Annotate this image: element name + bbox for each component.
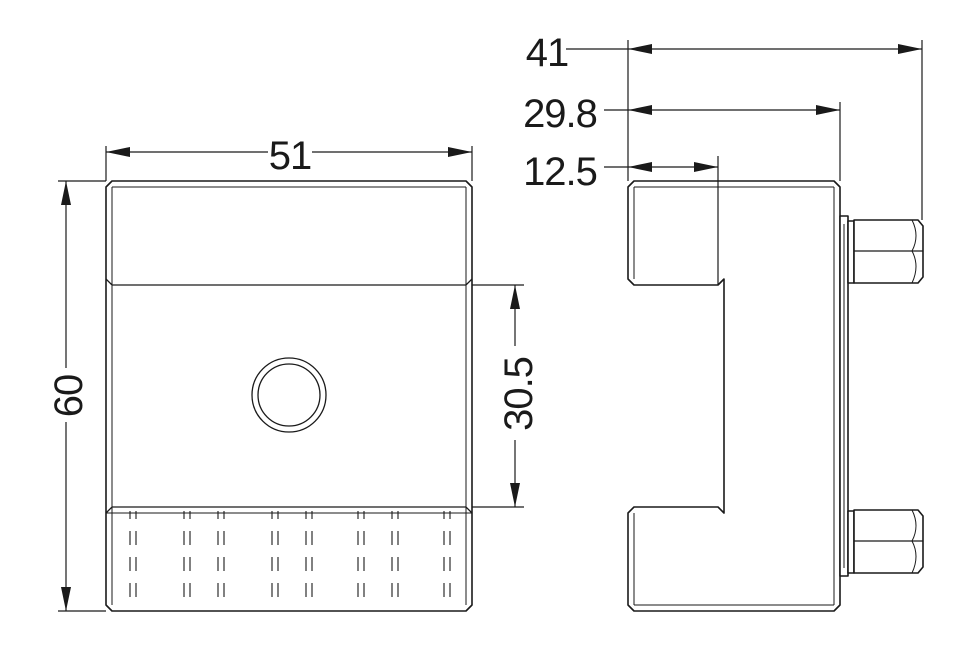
dim-side-total-depth-label: 41 — [526, 31, 569, 75]
lower-hex-nut — [853, 509, 924, 574]
front-view — [105, 180, 473, 612]
dim-front-width-label: 51 — [269, 134, 312, 178]
dim-side-body-depth: 29.8 — [523, 92, 841, 181]
front-hole-outer — [251, 357, 327, 433]
dim-slot-height: 30.5 — [472, 284, 541, 508]
front-bottom-band-line — [105, 506, 473, 514]
front-view-outline — [105, 180, 473, 612]
front-hole-inner — [257, 363, 321, 427]
upper-hex-nut — [853, 219, 924, 284]
side-upper-washer — [847, 220, 855, 284]
dim-front-width: 51 — [105, 134, 473, 181]
dim-side-jaw-depth: 12.5 — [523, 150, 719, 285]
dim-front-height-label: 60 — [47, 375, 91, 418]
dim-side-jaw-depth-label: 12.5 — [523, 150, 597, 194]
dim-front-height: 60 — [47, 180, 106, 612]
side-lower-washer — [847, 510, 855, 574]
side-view-body — [627, 180, 841, 612]
dim-slot-height-label: 30.5 — [497, 357, 541, 431]
front-grip-ticks — [129, 511, 451, 597]
front-top-band-line — [105, 278, 473, 286]
dim-side-body-depth-label: 29.8 — [523, 92, 597, 136]
side-view — [627, 180, 924, 612]
